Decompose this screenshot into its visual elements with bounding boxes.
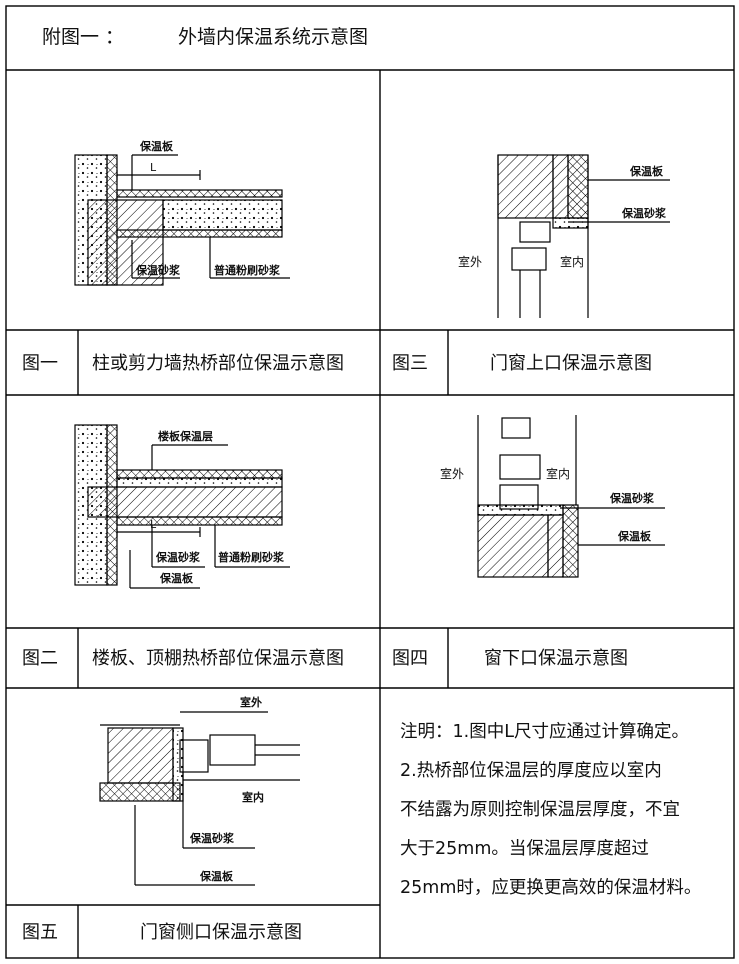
figure-3-drawing — [497, 154, 670, 318]
figure-5-drawing — [99, 711, 300, 886]
fig1-caption: 柱或剪力墙热桥部位保温示意图 — [92, 353, 344, 374]
fig4-label-board: 保温板 — [618, 530, 651, 543]
figure-1-drawing — [74, 154, 290, 286]
fig5-label-board: 保温板 — [200, 870, 233, 883]
fig2-label-layer: 楼板保温层 — [158, 430, 213, 443]
fig1-label-plaster: 普通粉刷砂浆 — [214, 264, 280, 277]
note-line-5: 25mm时，应更换更高效的保温材料。 — [400, 878, 702, 898]
note-line-3: 不结露为原则控制保温层厚度，不宜 — [400, 800, 680, 820]
fig4-caption: 窗下口保温示意图 — [484, 648, 628, 669]
fig5-label-mortar: 保温砂浆 — [190, 832, 234, 845]
fig3-label-inside: 室内 — [560, 255, 585, 269]
fig2-caption: 楼板、顶棚热桥部位保温示意图 — [92, 648, 344, 669]
fig3-caption: 门窗上口保温示意图 — [490, 353, 652, 374]
fig5-label-inside: 室内 — [242, 791, 264, 804]
fig1-label-mortar: 保温砂浆 — [136, 264, 180, 277]
fig1-label-L: L — [150, 161, 157, 174]
header-prefix: 附图一 ： — [42, 26, 125, 48]
sheet-title: 外墙内保温系统示意图 — [178, 26, 369, 48]
fig2-label-L: L — [150, 518, 157, 531]
note-line-4: 大于25mm。当保温层厚度超过 — [400, 839, 649, 859]
fig2-number: 图二 — [22, 648, 58, 669]
fig5-caption: 门窗侧口保温示意图 — [140, 922, 302, 943]
fig1-label-board: 保温板 — [140, 140, 173, 153]
fig5-label-outside: 室外 — [240, 696, 262, 709]
fig4-label-inside: 室内 — [546, 467, 571, 481]
figure-4-drawing — [477, 415, 665, 578]
figure-2-drawing — [74, 424, 290, 589]
fig3-label-outside: 室外 — [458, 255, 483, 269]
fig2-label-board: 保温板 — [160, 572, 193, 585]
fig4-label-outside: 室外 — [440, 467, 465, 481]
fig5-number: 图五 — [22, 922, 58, 943]
fig1-number: 图一 — [22, 353, 58, 374]
fig4-number: 图四 — [392, 648, 428, 669]
table-grid — [5, 5, 735, 959]
fig2-label-plaster: 普通粉刷砂浆 — [218, 551, 284, 564]
fig4-label-mortar: 保温砂浆 — [610, 492, 654, 505]
fig3-label-board: 保温板 — [630, 165, 663, 178]
note-line-1: 注明：1.图中L尺寸应通过计算确定。 — [400, 722, 689, 742]
fig2-label-mortar: 保温砂浆 — [156, 551, 200, 564]
note-line-2: 2.热桥部位保温层的厚度应以室内 — [400, 761, 662, 781]
fig3-number: 图三 — [392, 353, 428, 374]
fig3-label-mortar: 保温砂浆 — [622, 207, 666, 220]
